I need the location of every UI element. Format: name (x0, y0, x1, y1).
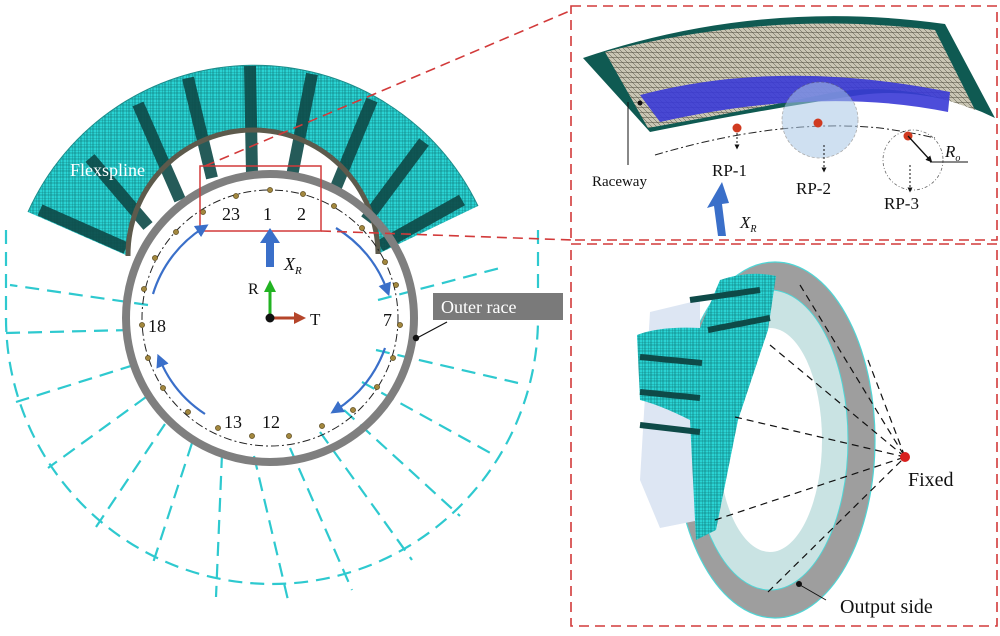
left-panel-bearing-view: Flexspline 23 1 2 7 18 13 12 (4, 64, 563, 601)
flexspline-3d-segment (637, 273, 776, 540)
load-label-xr: XR (283, 254, 302, 277)
zoom-region-box (199, 165, 322, 232)
output-side-label: Output side (840, 596, 933, 618)
radius-label-ro: Ro (944, 142, 960, 164)
rp2-label: RP-2 (796, 179, 831, 198)
ball-label-18: 18 (148, 316, 166, 336)
axis-r-label: R (248, 281, 259, 298)
pitch-circle (141, 189, 399, 447)
radial-load-arrow (260, 228, 280, 267)
top-right-panel-raceway-detail (570, 5, 998, 241)
rp2-point (813, 118, 823, 128)
outer-race-ring (122, 170, 418, 466)
fixed-point (900, 452, 910, 462)
rp3-label: RP-3 (884, 194, 919, 213)
load-label-xr-detail: XR (739, 213, 757, 235)
ball-number-labels: 23 1 2 7 18 13 12 (148, 204, 392, 432)
ball-label-2: 2 (297, 204, 306, 224)
bottom-right-panel-3d-view (570, 243, 998, 627)
ball-label-23: 23 (222, 204, 240, 224)
outer-race-label: Outer race (441, 297, 516, 317)
raceway-label: Raceway (592, 174, 647, 190)
ball-label-12: 12 (262, 412, 280, 432)
rp1-label: RP-1 (712, 161, 747, 180)
outer-race-callout (412, 293, 563, 342)
ball-label-7: 7 (383, 310, 392, 330)
ball-label-13: 13 (224, 412, 242, 432)
ball-label-1: 1 (263, 204, 272, 224)
fixed-label: Fixed (908, 469, 954, 491)
radial-load-arrow-detail (707, 182, 729, 236)
rp1-point (732, 123, 742, 133)
coordinate-axes (264, 280, 306, 324)
zoom-connector-lines (204, 9, 573, 241)
flexspline-label: Flexspline (70, 160, 145, 180)
ball-markers (139, 187, 403, 439)
axis-t-label: T (310, 310, 321, 329)
